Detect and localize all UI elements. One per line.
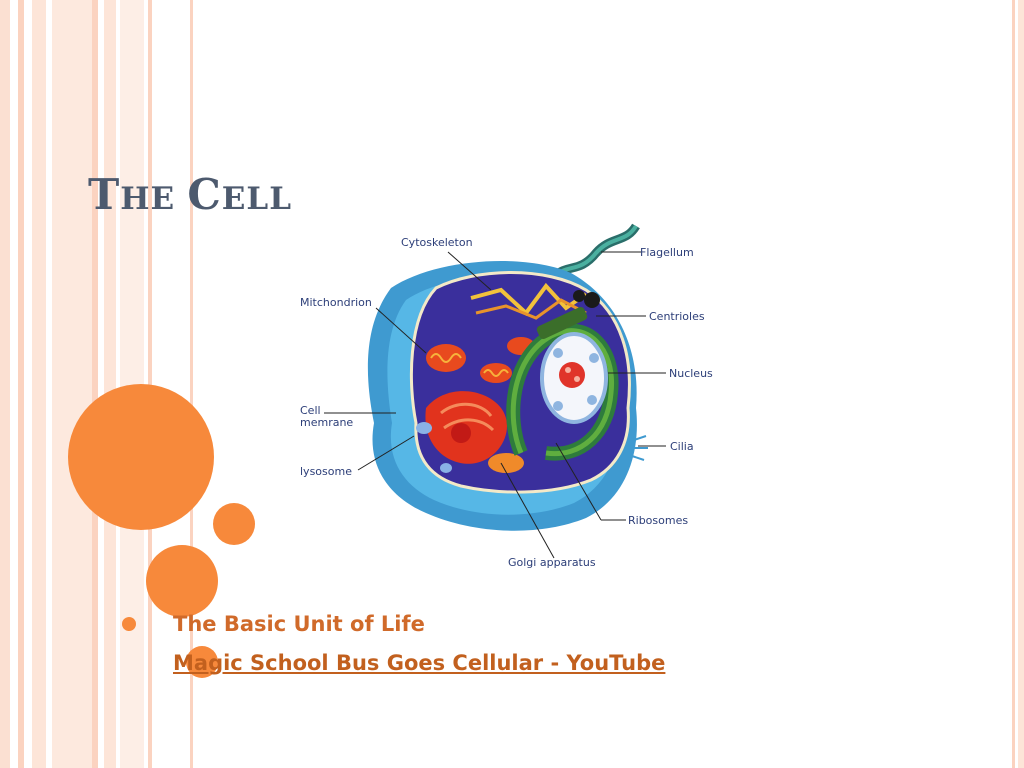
cilia-shape [631, 435, 648, 461]
left-stripe-3 [32, 0, 46, 768]
mitochondrion-1 [426, 344, 466, 372]
title-letter-c: C [187, 170, 222, 219]
left-stripe-2 [18, 0, 24, 768]
label-ribosomes: Ribosomes [628, 514, 688, 527]
small-circle-decoration [213, 503, 255, 545]
left-stripe-5 [92, 0, 98, 768]
centrioles-shape [536, 290, 600, 340]
label-cell-membrane-1: Cell [300, 404, 321, 417]
right-stripe-1 [1012, 0, 1015, 768]
bullet-text: The Basic Unit of Life [173, 612, 425, 636]
label-centrioles: Centrioles [649, 310, 705, 323]
mitochondrion-2 [480, 363, 512, 383]
title-letter-t: T [88, 170, 121, 219]
left-stripe-9 [190, 0, 193, 768]
bullet-icon [122, 617, 136, 631]
left-stripe-1 [0, 0, 10, 768]
nucleolus-shape [559, 362, 585, 388]
left-stripe-6 [104, 0, 116, 768]
label-nucleus: Nucleus [669, 367, 713, 380]
label-lysosome: lysosome [300, 465, 352, 478]
youtube-link[interactable]: Magic School Bus Goes Cellular - YouTube [173, 651, 666, 675]
title-word-rest: he [120, 181, 176, 217]
golgi-orange [488, 453, 524, 473]
title-word2-rest: ell [221, 181, 292, 217]
large-circle-decoration [68, 384, 214, 530]
label-cell-membrane-2: memrane [300, 416, 353, 429]
left-stripe-4 [52, 0, 92, 768]
tiny-circle-decoration [186, 646, 218, 678]
slide-title: The Cell [88, 170, 292, 219]
label-flagellum: Flagellum [640, 246, 694, 259]
label-golgi: Golgi apparatus [508, 556, 596, 569]
label-mitochondrion: Mitchondrion [300, 296, 372, 309]
right-stripe-2 [1018, 0, 1024, 768]
label-cytoskeleton: Cytoskeleton [401, 236, 473, 249]
cell-diagram: Cytoskeleton Flagellum Mitchondrion Cent… [300, 223, 713, 569]
label-cilia: Cilia [670, 440, 694, 453]
lysosome-blob [416, 422, 432, 434]
medium-circle-decoration [146, 545, 218, 617]
